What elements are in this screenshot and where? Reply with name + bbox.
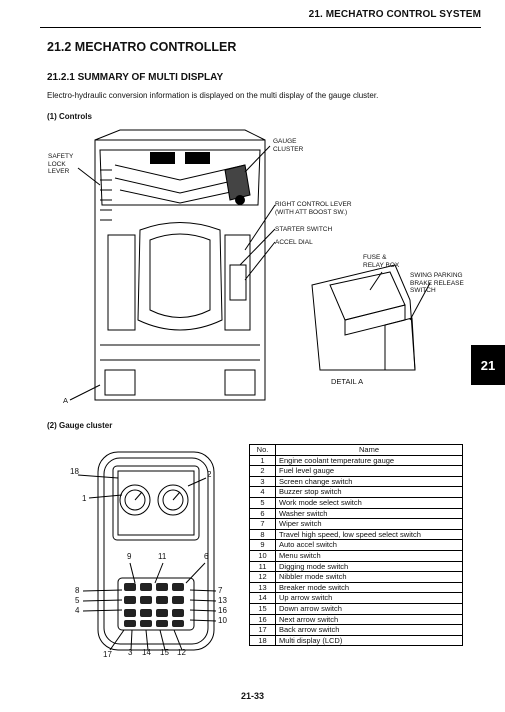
table-header-row: No. Name	[249, 444, 463, 456]
row-number: 17	[249, 624, 276, 636]
gauge-cluster-label: GAUGE CLUSTER	[273, 138, 304, 153]
callout-17: 17	[103, 650, 112, 659]
controls-heading: (1) Controls	[47, 112, 92, 121]
detail-a-label: DETAIL A	[331, 377, 364, 386]
row-number: 16	[249, 613, 276, 626]
callout-6: 6	[204, 552, 209, 561]
row-name: Menu switch	[275, 549, 463, 562]
row-number: 15	[249, 602, 276, 615]
gauge-cluster-heading: (2) Gauge cluster	[47, 421, 113, 430]
row-number: 2	[249, 465, 276, 477]
intro-paragraph: Electro-hydraulic conversion information…	[47, 91, 379, 100]
header-title: 21. MECHATRO CONTROL SYSTEM	[308, 9, 481, 20]
callout-7: 7	[218, 586, 223, 595]
row-name: Fuel level gauge	[275, 465, 463, 477]
row-name: Multi display (LCD)	[275, 634, 463, 647]
row-number: 4	[249, 486, 276, 498]
row-number: 9	[249, 539, 276, 551]
callout-9: 9	[127, 552, 132, 561]
row-number: 14	[249, 592, 276, 604]
row-name: Buzzer stop switch	[275, 486, 463, 498]
row-name: Breaker mode switch	[275, 581, 463, 594]
row-number: 1	[249, 454, 276, 467]
row-name: Down arrow switch	[275, 602, 463, 615]
row-number: 6	[249, 507, 276, 520]
marker-a: A	[63, 396, 69, 405]
callout-2: 2	[207, 470, 212, 479]
row-name: Up arrow switch	[275, 592, 463, 604]
column-header-name: Name	[275, 444, 463, 456]
callout-13: 13	[218, 596, 227, 605]
callout-4: 4	[75, 606, 80, 615]
row-number: 10	[249, 549, 276, 562]
callout-10: 10	[218, 616, 227, 625]
row-name: Travel high speed, low speed select swit…	[275, 528, 463, 541]
column-header-no: No.	[249, 444, 276, 456]
callout-11: 11	[158, 552, 167, 561]
callout-1: 1	[82, 494, 87, 503]
row-name: Work mode select switch	[275, 496, 463, 509]
row-number: 11	[249, 560, 276, 573]
row-name: Next arrow switch	[275, 613, 463, 626]
row-number: 13	[249, 581, 276, 594]
row-number: 3	[249, 475, 276, 488]
row-name: Washer switch	[275, 507, 463, 520]
row-number: 7	[249, 518, 276, 530]
callout-8: 8	[75, 586, 80, 595]
row-name: Nibbler mode switch	[275, 571, 463, 583]
starter-switch-label: STARTER SWITCH	[275, 226, 333, 233]
subsection-title: 21.2.1 SUMMARY OF MULTI DISPLAY	[47, 72, 224, 83]
callout-15: 15	[160, 648, 169, 657]
table-row: 17 Back arrow switch	[249, 624, 463, 636]
row-name: Auto accel switch	[275, 539, 463, 551]
row-number: 8	[249, 528, 276, 541]
safety-lock-label: SAFETY LOCK LEVER	[48, 153, 74, 175]
header-rule	[40, 27, 481, 28]
row-number: 18	[249, 634, 276, 647]
row-number: 5	[249, 496, 276, 509]
swing-parking-brake-label: SWING PARKING BRAKE RELEASE SWITCH	[410, 272, 464, 294]
callout-14: 14	[142, 648, 151, 657]
row-name: Screen change switch	[275, 475, 463, 488]
right-control-lever-label: RIGHT CONTROL LEVER (WITH ATT BOOST SW.)	[275, 201, 352, 216]
fuse-relay-box-label: FUSE & RELAY BOX	[363, 254, 400, 269]
row-name: Digging mode switch	[275, 560, 463, 573]
row-number: 12	[249, 571, 276, 583]
chapter-tab: 21	[471, 345, 505, 385]
callout-12: 12	[177, 648, 186, 657]
callout-16: 16	[218, 606, 227, 615]
row-name: Wiper switch	[275, 518, 463, 530]
callout-3: 3	[128, 648, 133, 657]
section-title: 21.2 MECHATRO CONTROLLER	[47, 40, 237, 54]
row-name: Back arrow switch	[275, 624, 463, 636]
callout-5: 5	[75, 596, 80, 605]
accel-dial-label: ACCEL DIAL	[275, 239, 313, 246]
callout-18: 18	[70, 467, 79, 476]
row-name: Engine coolant temperature gauge	[275, 454, 463, 467]
page-number: 21-33	[240, 691, 265, 701]
